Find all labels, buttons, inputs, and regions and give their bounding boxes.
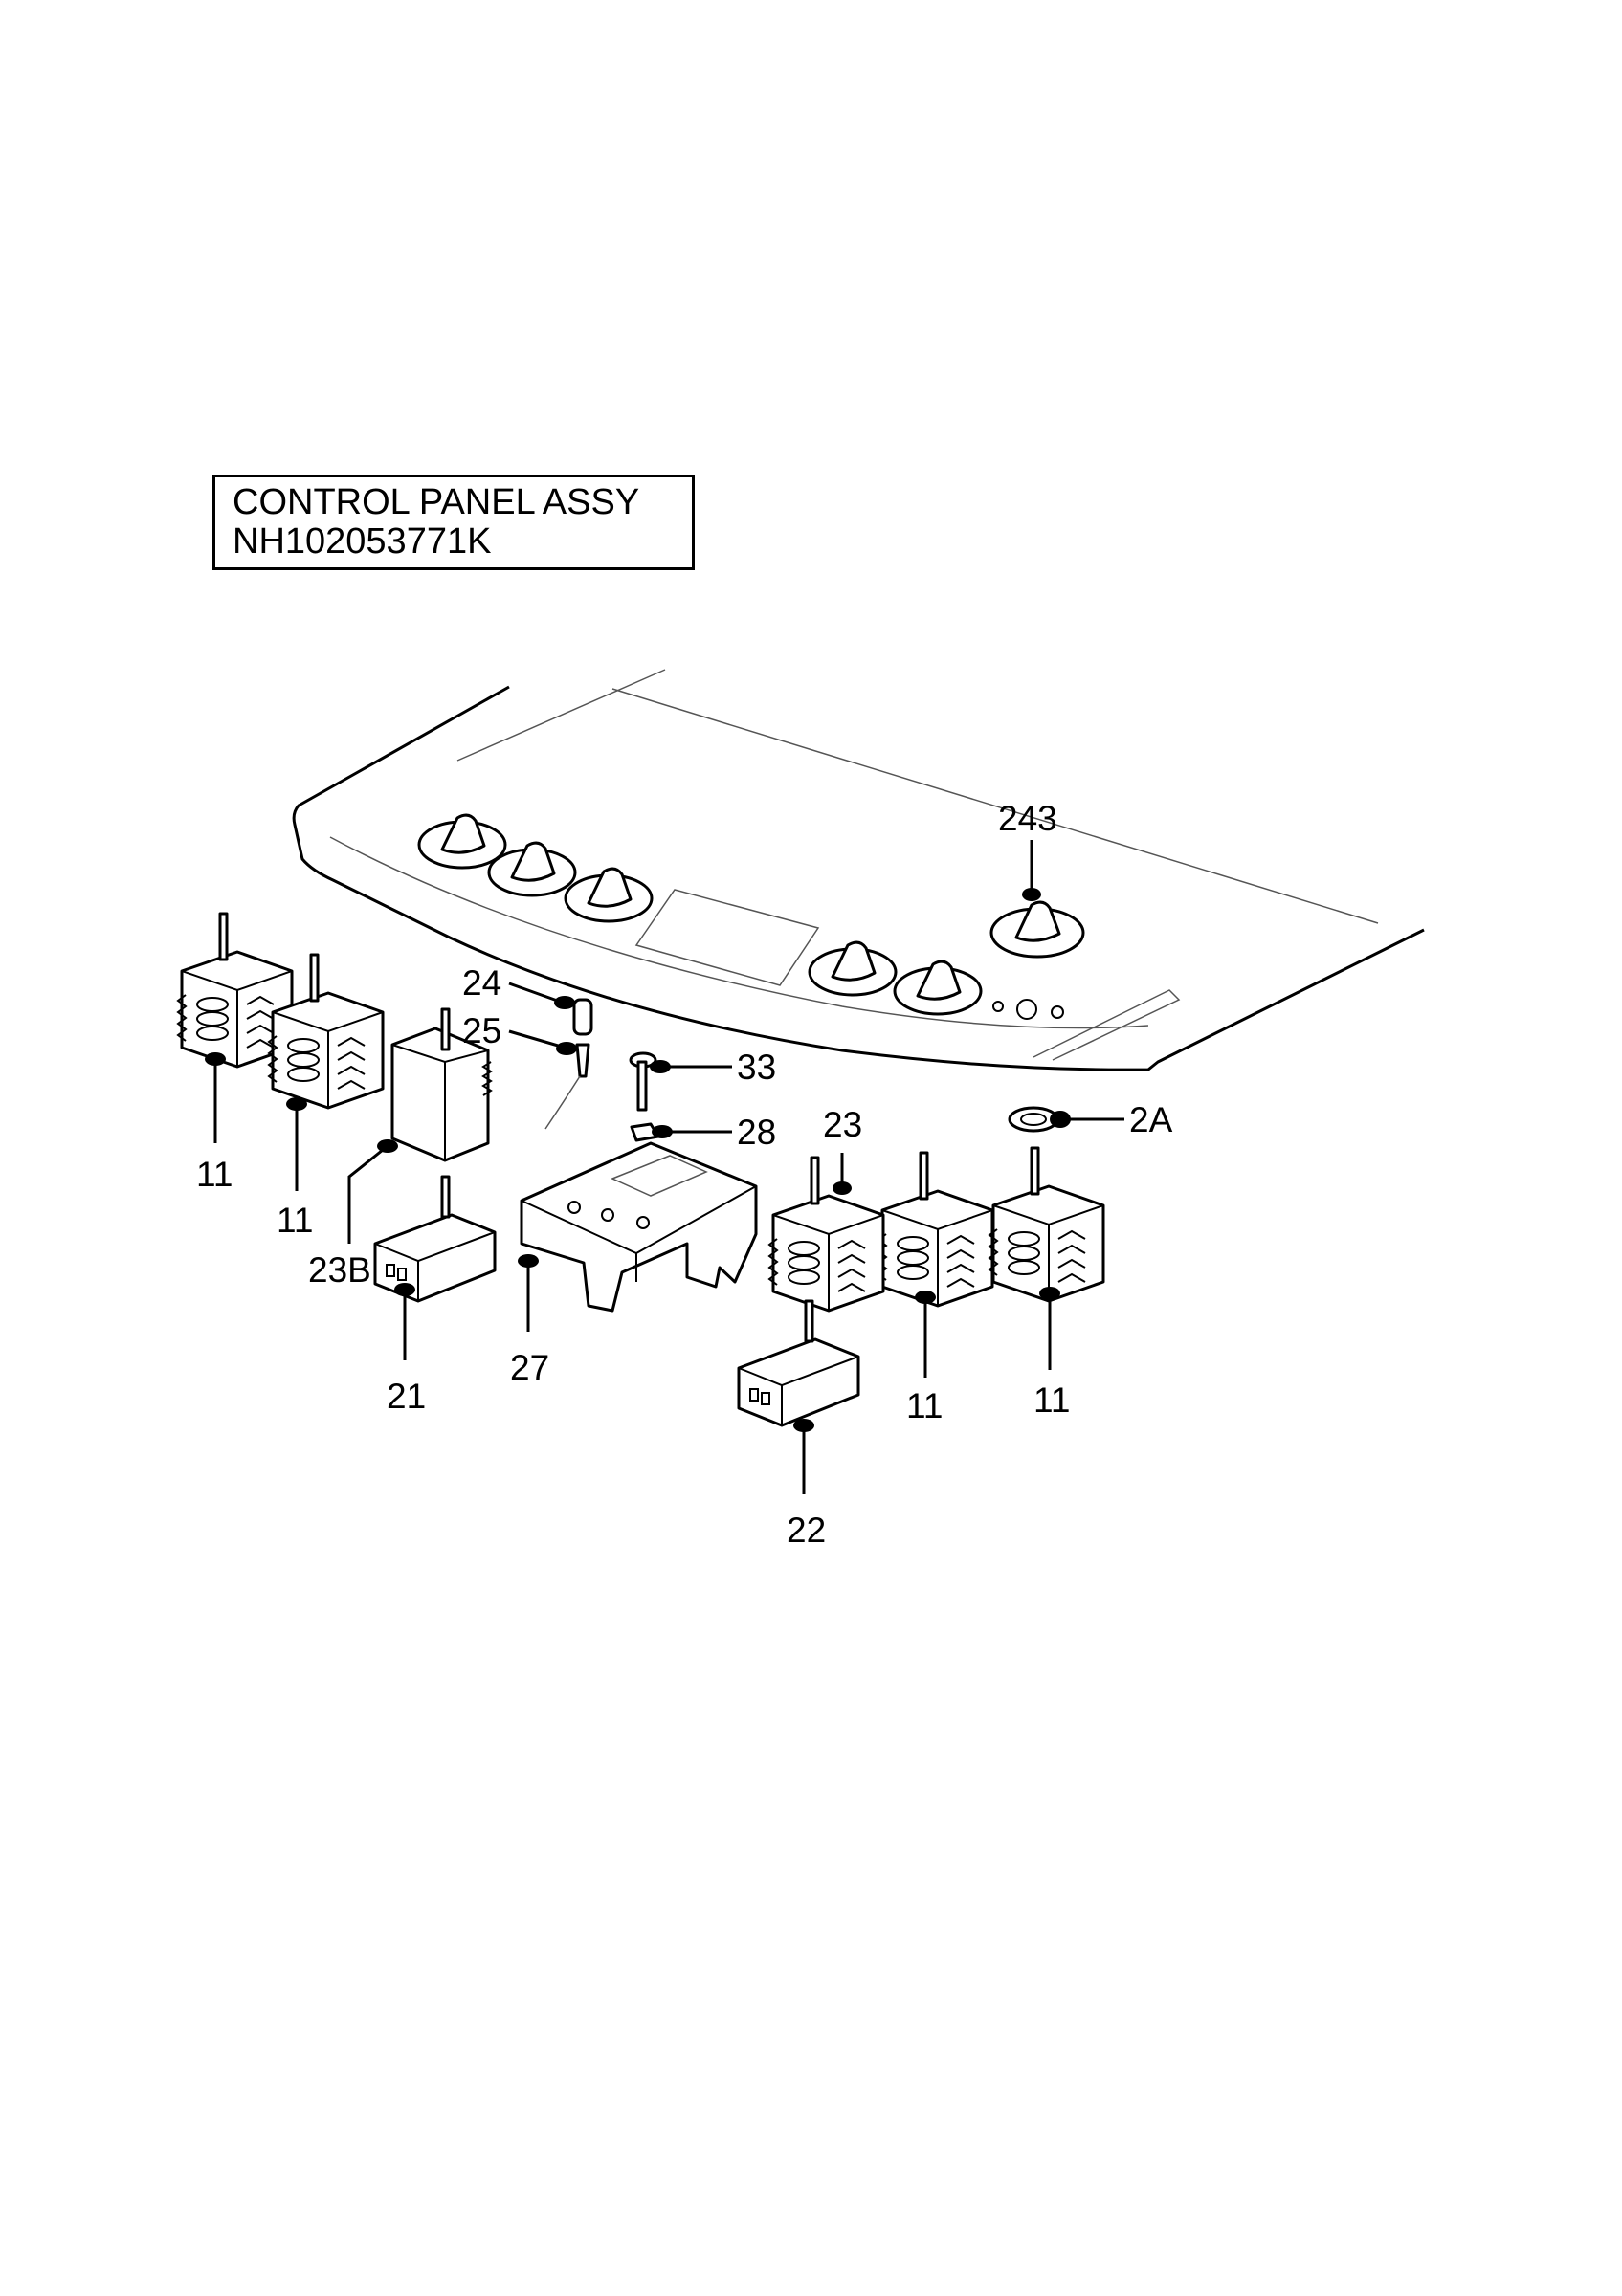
switch-23b bbox=[390, 1007, 493, 1162]
label-22: 22 bbox=[787, 1511, 826, 1550]
knob-1 bbox=[417, 813, 507, 870]
label-23: 23 bbox=[823, 1105, 862, 1144]
label-25: 25 bbox=[462, 1011, 501, 1050]
label-21: 21 bbox=[387, 1377, 426, 1416]
part-labels: 243 24 25 33 28 2A 23 23B 27 21 22 11 11… bbox=[196, 799, 1173, 1550]
label-2a: 2A bbox=[1129, 1100, 1173, 1139]
part-25-pin bbox=[544, 1043, 590, 1130]
label-11-c: 11 bbox=[906, 1386, 943, 1425]
part-33-shaft bbox=[629, 1051, 657, 1112]
switch-23 bbox=[767, 1156, 885, 1313]
switch-21 bbox=[373, 1175, 497, 1303]
label-11-b: 11 bbox=[277, 1201, 313, 1240]
label-33: 33 bbox=[737, 1048, 776, 1087]
switch-22 bbox=[737, 1299, 860, 1427]
housing-27 bbox=[520, 1141, 758, 1313]
knob-243 bbox=[989, 900, 1085, 959]
assembly-part-number: NH102053771K bbox=[233, 521, 492, 562]
label-27: 27 bbox=[510, 1348, 549, 1387]
leader-lines bbox=[205, 840, 1124, 1494]
knob-3 bbox=[564, 867, 654, 923]
control-panel bbox=[292, 669, 1425, 1071]
knob-4 bbox=[808, 940, 898, 997]
label-11-d: 11 bbox=[1033, 1380, 1070, 1420]
label-23b: 23B bbox=[308, 1250, 371, 1290]
switch-11-d bbox=[988, 1146, 1105, 1303]
label-11-a: 11 bbox=[196, 1155, 233, 1194]
assembly-name: CONTROL PANEL ASSY bbox=[233, 482, 640, 522]
title-box: CONTROL PANEL ASSY NH102053771K bbox=[212, 475, 695, 570]
part-2a-ring bbox=[1008, 1106, 1059, 1133]
label-28: 28 bbox=[737, 1113, 776, 1152]
part-24-cap bbox=[572, 998, 593, 1036]
label-24: 24 bbox=[462, 963, 501, 1003]
label-243: 243 bbox=[998, 799, 1057, 838]
switch-11-c bbox=[877, 1151, 994, 1308]
knob-2 bbox=[487, 841, 577, 897]
knob-5 bbox=[893, 960, 983, 1016]
